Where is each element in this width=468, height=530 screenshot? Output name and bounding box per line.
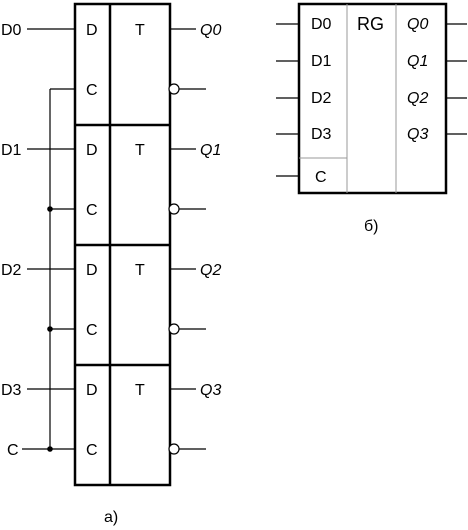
cell-t-label: T: [135, 22, 145, 39]
cell-c-label: C: [86, 442, 98, 459]
rg-title: RG: [357, 14, 384, 34]
cell-t-label: T: [135, 382, 145, 399]
cell-t-label: T: [135, 262, 145, 279]
rg-input-d2: D2: [311, 90, 332, 107]
inverted-output: [168, 203, 206, 215]
cell-t-label: T: [135, 142, 145, 159]
inverted-output: [168, 83, 206, 95]
rg-output-q3: Q3: [407, 126, 428, 143]
junction-dot: [47, 206, 53, 212]
figure-a: D0 D1 D2 D3 C Q0 Q1 Q2 Q3 D C T D C T D …: [1, 2, 221, 526]
junction-dot: [47, 326, 53, 332]
junction-dot: [47, 446, 53, 452]
cell-d-label: D: [86, 382, 98, 399]
rg-output-q0: Q0: [407, 16, 428, 33]
rg-output-q2: Q2: [407, 90, 428, 107]
cell-d-label: D: [86, 142, 98, 159]
input-label-d3: D3: [1, 382, 22, 399]
cell-c-label: C: [86, 202, 98, 219]
cell-c-label: C: [86, 82, 98, 99]
inverted-output: [168, 443, 206, 455]
input-label-d2: D2: [1, 262, 22, 279]
caption-a: а): [104, 509, 118, 526]
cell-d-label: D: [86, 262, 98, 279]
rg-input-d3: D3: [311, 126, 332, 143]
rg-input-d1: D1: [311, 53, 332, 70]
output-label-q3: Q3: [200, 382, 221, 399]
rg-output-q1: Q1: [407, 53, 428, 70]
caption-b: б): [364, 218, 379, 235]
figure-b: D0 D1 D2 D3 C RG Q0 Q1 Q2 Q3 б): [276, 2, 467, 235]
rg-clock-label: C: [315, 169, 327, 186]
inverted-output: [168, 323, 206, 335]
output-label-q2: Q2: [200, 262, 221, 279]
input-label-d1: D1: [1, 142, 22, 159]
output-label-q0: Q0: [200, 22, 221, 39]
cell-c-label: C: [86, 322, 98, 339]
input-label-d0: D0: [1, 22, 22, 39]
input-label-clock: C: [7, 442, 19, 459]
output-label-q1: Q1: [200, 142, 221, 159]
cell-d-label: D: [86, 22, 98, 39]
rg-input-d0: D0: [311, 16, 332, 33]
